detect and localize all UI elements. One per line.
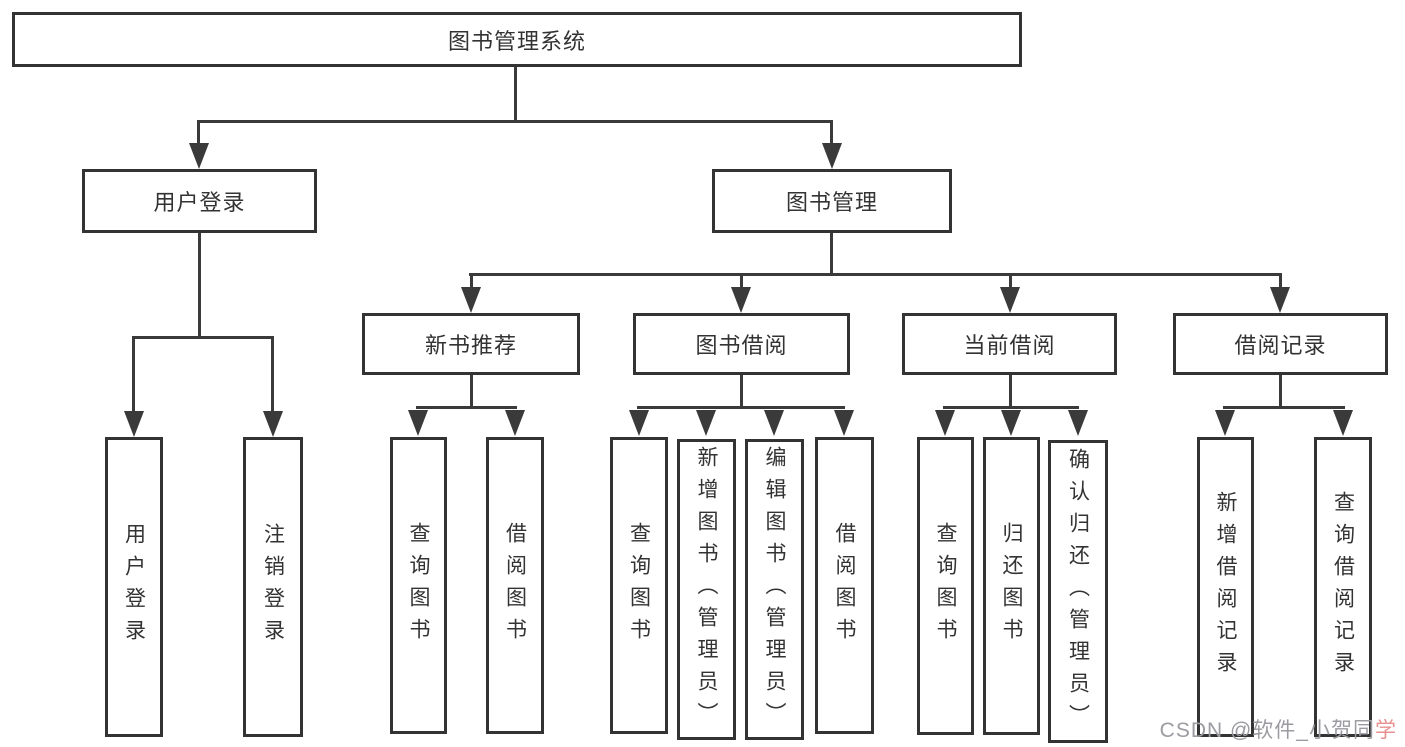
node-cb-return-books: 归还图书 — [983, 437, 1040, 735]
connector-newbook-hline — [416, 406, 517, 409]
node-logout-label: 注销登录 — [261, 523, 285, 651]
connector-userlogin-stem — [198, 232, 201, 339]
arrow-down-icon — [764, 410, 784, 436]
node-user-login: 用户登录 — [82, 169, 317, 233]
arrow-down-icon — [1001, 410, 1021, 436]
node-book-management: 图书管理 — [712, 169, 952, 233]
arrow-down-icon — [629, 410, 649, 436]
connector-level3-drop-3 — [1009, 276, 1012, 289]
arrow-down-icon — [834, 410, 854, 436]
arrow-down-icon — [696, 410, 716, 436]
node-cb-query-books-label: 查询图书 — [934, 522, 957, 650]
node-current-borrow: 当前借阅 — [902, 313, 1117, 375]
connector-userlogin-drop-right — [271, 336, 274, 413]
arrow-down-icon — [408, 410, 428, 436]
node-login-label: 用户登录 — [122, 523, 146, 651]
node-nb-query-books: 查询图书 — [390, 437, 447, 734]
arrow-down-icon — [1215, 410, 1235, 436]
connector-bookborrow-hline — [637, 406, 845, 409]
node-bb-add-books-label: 新增图书（管理员） — [695, 445, 718, 734]
arrow-down-icon — [263, 411, 283, 437]
arrow-down-icon — [124, 411, 144, 437]
arrow-down-icon — [935, 410, 955, 436]
node-new-book-recommend: 新书推荐 — [362, 313, 580, 375]
watermark: CSDN @软件_小贺同学 — [1160, 714, 1397, 744]
arrow-down-icon — [505, 410, 525, 436]
node-nb-borrow-books: 借阅图书 — [486, 437, 544, 734]
node-bb-borrow-books-label: 借阅图书 — [833, 521, 856, 650]
node-br-add-record-label: 新增借阅记录 — [1214, 491, 1237, 683]
connector-records-hline — [1223, 406, 1345, 409]
arrow-down-icon — [461, 287, 481, 313]
node-bb-query-books-label: 查询图书 — [627, 521, 651, 650]
node-br-query-record-label: 查询借阅记录 — [1331, 491, 1355, 683]
connector-bookmgmt-stem — [830, 232, 833, 276]
connector-level2-drop-right — [830, 120, 833, 146]
arrow-down-icon — [731, 287, 751, 313]
arrow-down-icon — [1333, 410, 1353, 436]
node-bb-edit-books: 编辑图书（管理员） — [745, 439, 804, 740]
arrow-down-icon — [822, 143, 842, 169]
node-br-query-record: 查询借阅记录 — [1314, 437, 1372, 737]
node-cb-confirm-return-label: 确认归还（管理员） — [1066, 447, 1090, 736]
arrow-down-icon — [1000, 287, 1020, 313]
connector-newbook-stem — [470, 375, 473, 408]
connector-userlogin-hline — [132, 336, 274, 339]
node-logout: 注销登录 — [243, 437, 303, 737]
connector-level3-drop-4 — [1279, 276, 1282, 289]
node-cb-return-books-label: 归还图书 — [1000, 522, 1023, 650]
node-book-borrow: 图书借阅 — [633, 313, 850, 375]
arrow-down-icon — [189, 143, 209, 169]
connector-level3-hline — [469, 273, 1282, 276]
node-cb-confirm-return: 确认归还（管理员） — [1048, 440, 1108, 743]
node-bb-edit-books-label: 编辑图书（管理员） — [763, 445, 786, 734]
node-root: 图书管理系统 — [12, 12, 1022, 67]
connector-level3-drop-1 — [470, 276, 473, 289]
connector-level3-drop-2 — [740, 276, 743, 289]
watermark-accent: 学 — [1375, 719, 1397, 742]
node-borrow-records: 借阅记录 — [1173, 313, 1388, 375]
node-bb-query-books: 查询图书 — [610, 437, 668, 734]
watermark-text: CSDN @软件_小贺同 — [1159, 719, 1375, 742]
connector-level2-hline — [197, 120, 833, 123]
node-br-add-record: 新增借阅记录 — [1197, 437, 1254, 737]
connector-root-stem — [514, 67, 517, 123]
connector-userlogin-drop-left — [132, 336, 135, 413]
node-cb-query-books: 查询图书 — [917, 437, 974, 735]
connector-currentborrow-hline — [943, 406, 1079, 409]
connector-currentborrow-stem — [1009, 375, 1012, 408]
node-bb-borrow-books: 借阅图书 — [815, 437, 874, 734]
arrow-down-icon — [1270, 287, 1290, 313]
arrow-down-icon — [1068, 410, 1088, 436]
node-nb-query-books-label: 查询图书 — [407, 521, 430, 650]
connector-bookborrow-stem — [740, 375, 743, 408]
node-nb-borrow-books-label: 借阅图书 — [503, 521, 527, 650]
connector-level2-drop-left — [197, 120, 200, 146]
node-bb-add-books: 新增图书（管理员） — [677, 439, 736, 740]
node-login: 用户登录 — [105, 437, 163, 737]
connector-records-stem — [1279, 375, 1282, 408]
